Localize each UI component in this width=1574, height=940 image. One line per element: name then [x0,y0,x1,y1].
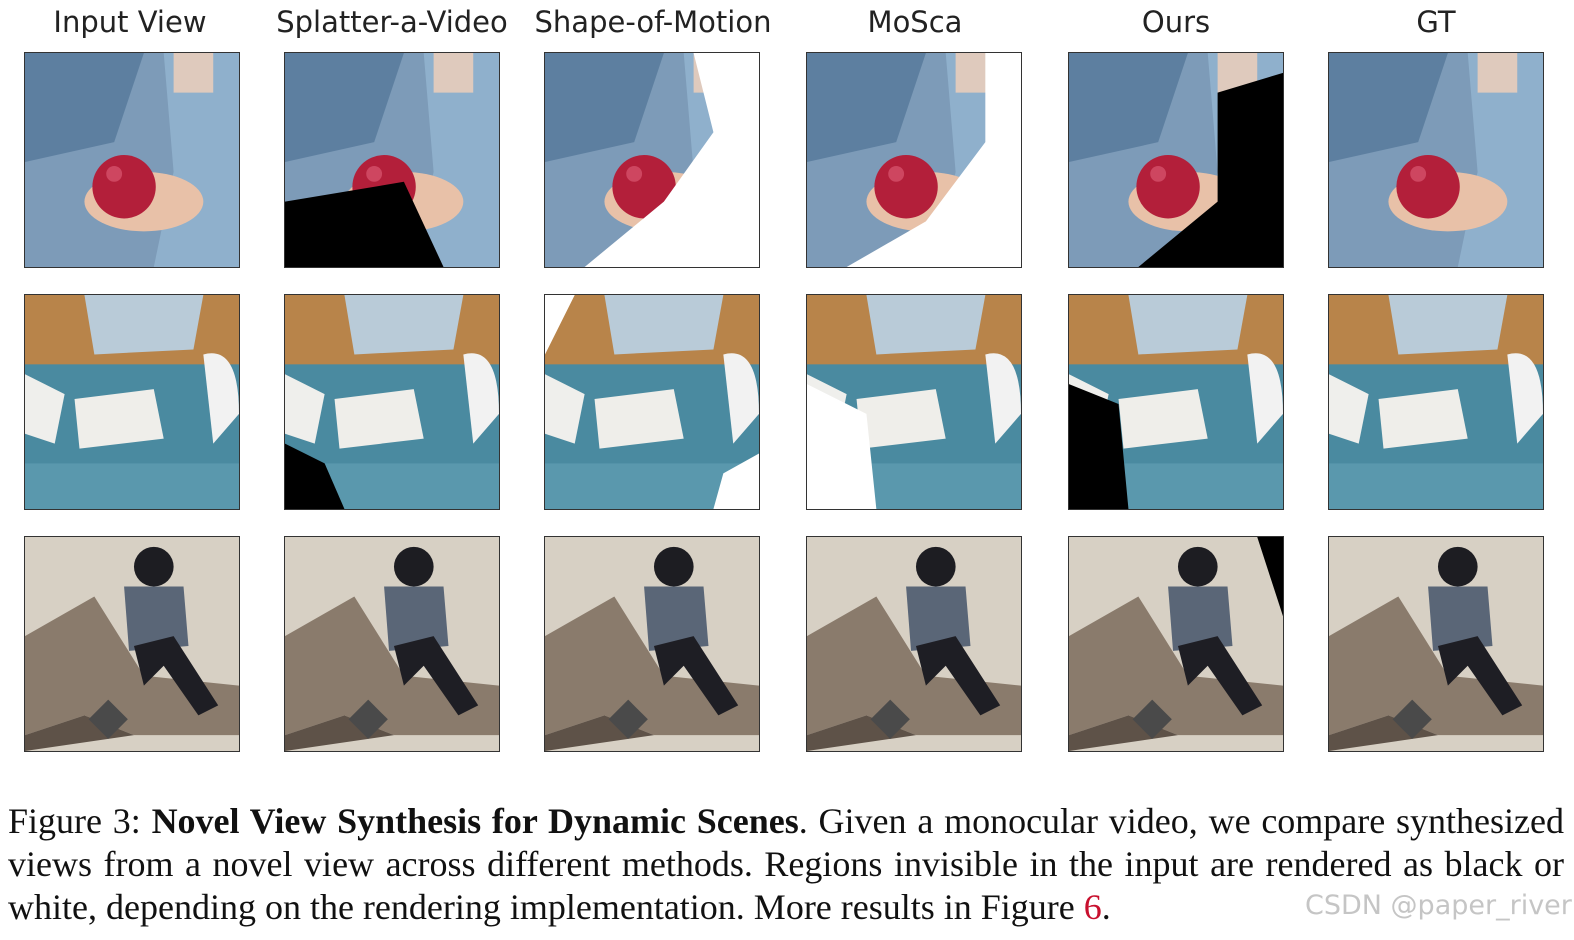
watermark: CSDN @paper_river [1305,890,1572,921]
scene-image [1329,537,1543,751]
image-tile-blocks-table-mosca [806,294,1022,510]
scene-image [1069,53,1283,267]
caption-title: Novel View Synthesis for Dynamic Scenes [151,801,799,841]
figure-reference-link[interactable]: 6 [1083,887,1102,927]
scene-image [545,295,759,509]
scene-image [545,53,759,267]
image-tile-apple-hand-input-view [24,52,240,268]
caption-body: . Given a monocular video, we compare sy… [8,801,1564,927]
column-header-ours: Ours [1141,5,1211,39]
column-header-gt: GT [1416,5,1456,39]
caption-end: . [1101,887,1111,927]
image-tile-boy-sitting-gt [1328,536,1544,752]
image-tile-apple-hand-mosca [806,52,1022,268]
image-tile-apple-hand-gt [1328,52,1544,268]
scene-image [807,53,1021,267]
scene-image [807,295,1021,509]
image-tile-blocks-table-gt [1328,294,1544,510]
image-tile-blocks-table-input-view [24,294,240,510]
scene-image [25,295,239,509]
image-tile-boy-sitting-shape-of-motion [544,536,760,752]
figure-caption: Figure 3: Novel View Synthesis for Dynam… [8,800,1564,929]
column-header-mosca: MoSca [867,5,963,39]
image-tile-blocks-table-ours [1068,294,1284,510]
scene-image [285,295,499,509]
column-header-input-view: Input View [53,5,207,39]
scene-image [1329,295,1543,509]
image-tile-blocks-table-splatter-a-video [284,294,500,510]
scene-image [25,53,239,267]
column-header-splatter-a-video: Splatter-a-Video [276,5,508,39]
scene-image [1329,53,1543,267]
column-header-shape-of-motion: Shape-of-Motion [534,5,772,39]
image-tile-boy-sitting-mosca [806,536,1022,752]
image-tile-blocks-table-shape-of-motion [544,294,760,510]
scene-image [545,537,759,751]
scene-image [807,537,1021,751]
image-tile-apple-hand-ours [1068,52,1284,268]
image-tile-apple-hand-shape-of-motion [544,52,760,268]
scene-image [285,53,499,267]
scene-image [285,537,499,751]
scene-image [25,537,239,751]
scene-image [1069,295,1283,509]
image-tile-boy-sitting-splatter-a-video [284,536,500,752]
caption-label: Figure 3: [8,801,141,841]
image-tile-apple-hand-splatter-a-video [284,52,500,268]
scene-image [1069,537,1283,751]
image-tile-boy-sitting-ours [1068,536,1284,752]
image-tile-boy-sitting-input-view [24,536,240,752]
